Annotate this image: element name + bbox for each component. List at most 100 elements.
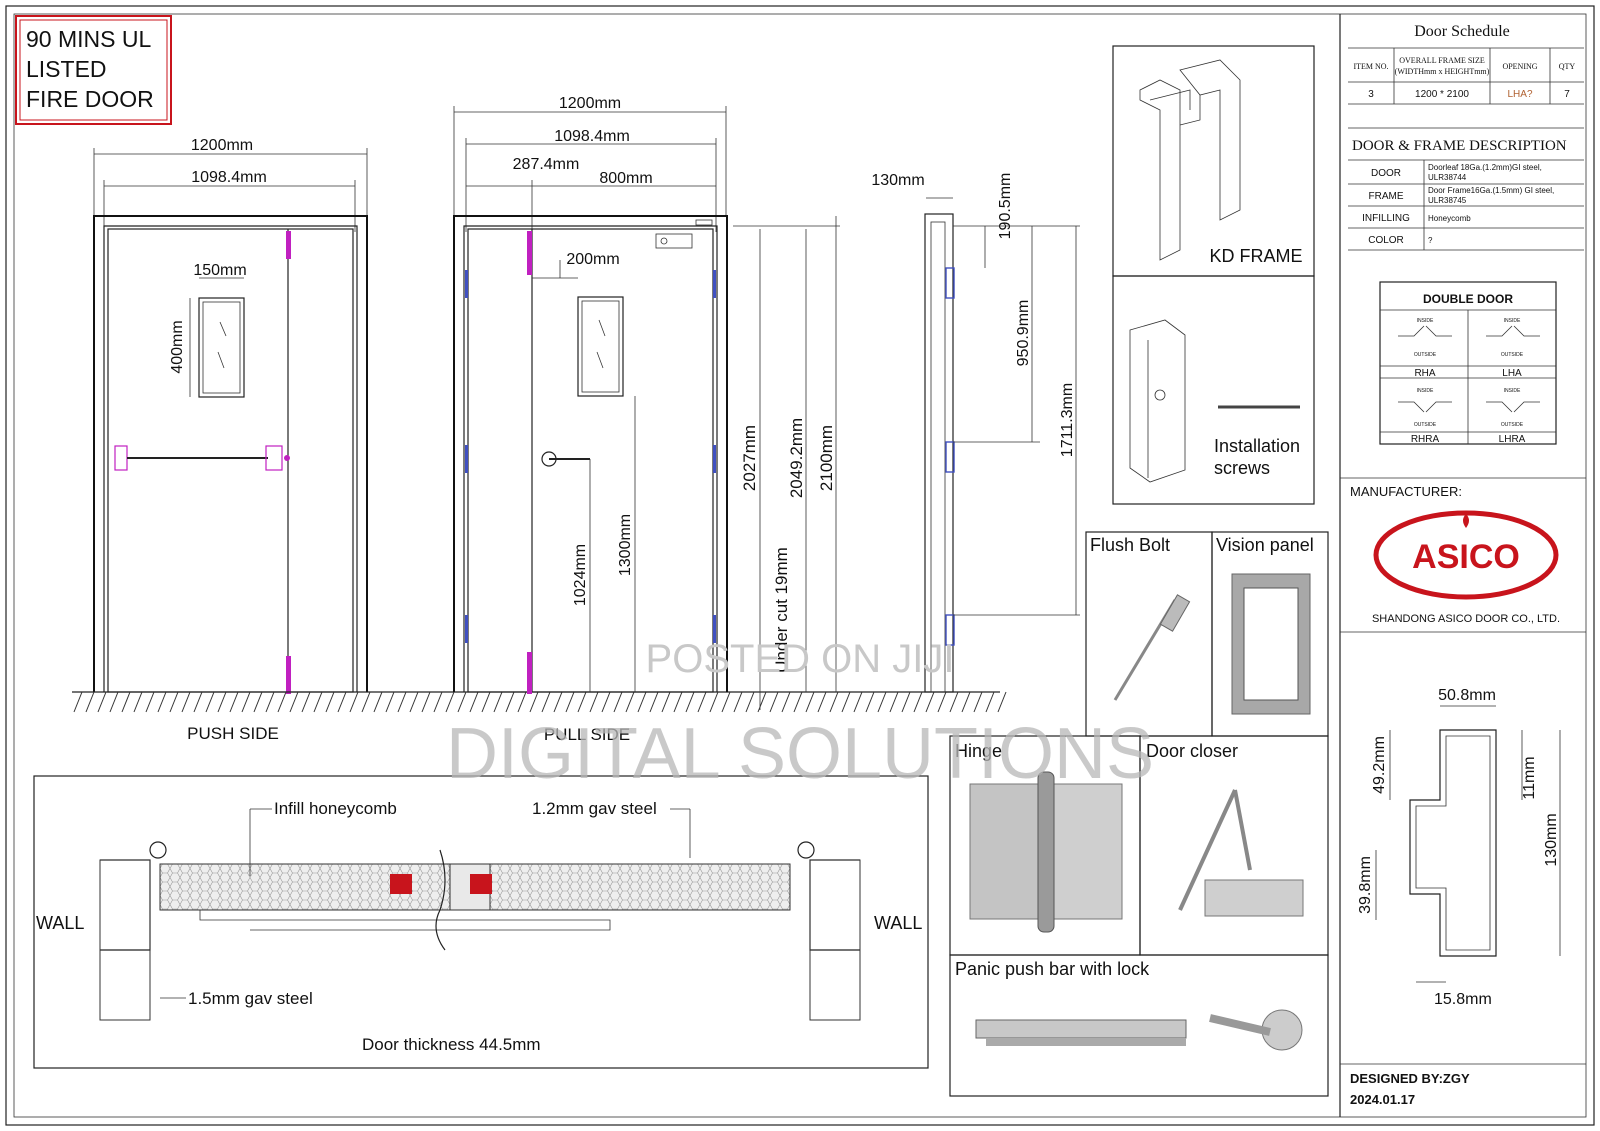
floor-hatch-mark bbox=[313, 691, 323, 713]
description-title: DOOR & FRAME DESCRIPTION bbox=[1352, 138, 1567, 154]
floor-hatch-mark bbox=[841, 691, 851, 713]
push-panel-width-dim: 150mm bbox=[193, 262, 246, 279]
type-lhra: LHRA bbox=[1499, 434, 1526, 445]
pull-inner-width-dim: 1098.4mm bbox=[554, 128, 630, 145]
schedule-header-item: ITEM NO. bbox=[1353, 62, 1388, 71]
floor-hatch-mark bbox=[853, 691, 863, 713]
double-door-title: DOUBLE DOOR bbox=[1423, 292, 1513, 306]
hinge-label: Hinge bbox=[955, 741, 1002, 761]
floor-hatch-mark bbox=[973, 691, 983, 713]
push-width-dim: 1200mm bbox=[191, 137, 253, 154]
floor-hatch-mark bbox=[733, 691, 743, 713]
floor-hatch-mark bbox=[817, 691, 827, 713]
floor-hatch-mark bbox=[349, 691, 359, 713]
rhra-inside: INSIDE bbox=[1417, 388, 1434, 394]
floor-hatch-mark bbox=[673, 691, 683, 713]
floor-hatch-mark bbox=[805, 691, 815, 713]
title-line-2: LISTED bbox=[26, 56, 107, 82]
push-side-door: 1200mm 1098.4mm 150mm 400mm bbox=[72, 137, 1000, 694]
pull-undercut-dim: Under cut 19mm bbox=[772, 547, 791, 673]
floor-hatch-mark bbox=[397, 691, 407, 713]
floor-hatch-mark bbox=[985, 691, 995, 713]
floor-hatch-mark bbox=[85, 691, 95, 713]
floor-hatch-mark bbox=[529, 691, 539, 713]
type-rha: RHA bbox=[1414, 368, 1435, 379]
floor-hatch-mark bbox=[265, 691, 275, 713]
floor-hatch-mark bbox=[421, 691, 431, 713]
floor-hatch-mark bbox=[829, 691, 839, 713]
door-section-detail: Infill honeycomb 1.2mm gav steel 1.5mm g… bbox=[33, 775, 929, 1069]
watermark-posted: POSTED ON JIJI bbox=[646, 637, 955, 681]
profile-height-dim: 130mm bbox=[1543, 813, 1560, 866]
panic-bar-label: Panic push bar with lock bbox=[955, 959, 1150, 979]
pull-panel-offset-dim: 200mm bbox=[566, 251, 619, 268]
floor-hatch-mark bbox=[709, 691, 719, 713]
schedule-size: 1200 * 2100 bbox=[1415, 89, 1469, 100]
side-elevation: 130mm 190.5mm 950.9mm 1711.3mm bbox=[871, 172, 1080, 693]
panic-bar-panel: Panic push bar with lock bbox=[949, 954, 1329, 1097]
manufacturer-block: MANUFACTURER: ASICO SHANDONG ASICO DOOR … bbox=[1340, 477, 1586, 633]
desc-frame-key: FRAME bbox=[1369, 191, 1404, 202]
floor-hatch-mark bbox=[793, 691, 803, 713]
floor-hatch-mark bbox=[385, 691, 395, 713]
floor-hatch-mark bbox=[229, 691, 239, 713]
floor-hatch-mark bbox=[541, 691, 551, 713]
fire-rating-box: 90 MINS UL LISTED FIRE DOOR bbox=[15, 15, 172, 125]
floor-hatch-mark bbox=[937, 691, 947, 713]
schedule-header-opening: OPENING bbox=[1502, 62, 1537, 71]
door-schedule-block: Door Schedule ITEM NO. OVERALL FRAME SIZ… bbox=[1348, 23, 1584, 251]
floor-hatch-mark bbox=[277, 691, 287, 713]
installation-label-1: Installation bbox=[1214, 436, 1300, 456]
floor-hatch-mark bbox=[613, 691, 623, 713]
floor-hatch-mark bbox=[181, 691, 191, 713]
sheet-border bbox=[5, 5, 1595, 1126]
floor-hatch-mark bbox=[913, 691, 923, 713]
floor-hatch-mark bbox=[637, 691, 647, 713]
type-rhra: RHRA bbox=[1411, 434, 1440, 445]
designer-block: DESIGNED BY:ZGY 2024.01.17 bbox=[1340, 1063, 1586, 1107]
schedule-qty: 7 bbox=[1564, 89, 1570, 100]
kd-frame-panel: KD FRAME bbox=[1112, 45, 1315, 277]
side-depth-dim: 130mm bbox=[871, 172, 924, 189]
floor-hatch-mark bbox=[601, 691, 611, 713]
title-line-1: 90 MINS UL bbox=[26, 26, 151, 52]
pull-height-2: 2049.2mm bbox=[787, 418, 806, 498]
floor-hatch-mark bbox=[649, 691, 659, 713]
floor-hatch-mark bbox=[517, 691, 527, 713]
floor-hatch-mark bbox=[625, 691, 635, 713]
lha-outside: OUTSIDE bbox=[1501, 352, 1524, 358]
section-wall-right: WALL bbox=[874, 913, 922, 933]
frame-profile-detail: 50.8mm 49.2mm 11mm 130mm 39.8mm 15.8mm bbox=[1357, 687, 1561, 1008]
floor-hatch-mark bbox=[169, 691, 179, 713]
sheet-inner-border bbox=[13, 13, 1587, 1118]
floor-hatch-mark bbox=[97, 691, 107, 713]
pull-side-door: 1200mm 1098.4mm 287.4mm 800mm 200m bbox=[453, 95, 840, 710]
floor-hatch-mark bbox=[445, 691, 455, 713]
pull-panel-bottom-dim: 1300mm bbox=[617, 514, 634, 576]
floor-hatch-mark bbox=[373, 691, 383, 713]
floor-hatch-mark bbox=[925, 691, 935, 713]
floor-hatch-mark bbox=[505, 691, 515, 713]
floor-hatch bbox=[73, 691, 1007, 713]
lhra-outside: OUTSIDE bbox=[1501, 422, 1524, 428]
floor-hatch-mark bbox=[337, 691, 347, 713]
desc-infilling-key: INFILLING bbox=[1362, 213, 1410, 224]
desc-frame-value-2: ULR38745 bbox=[1428, 196, 1467, 205]
floor-hatch-mark bbox=[145, 691, 155, 713]
lhra-inside: INSIDE bbox=[1504, 388, 1521, 394]
profile-dim-c: 39.8mm bbox=[1357, 856, 1374, 914]
watermark-digital: DIGITAL SOLUTIONS bbox=[446, 714, 1154, 794]
desc-infilling-value: Honeycomb bbox=[1428, 214, 1471, 223]
floor-hatch-mark bbox=[493, 691, 503, 713]
schedule-header-size-unit: (WIDTHmm x HEIGHTmm) bbox=[1395, 67, 1490, 76]
schedule-opening: LHA? bbox=[1507, 89, 1532, 100]
asico-logo-ring bbox=[1373, 510, 1559, 600]
title-line-3: FIRE DOOR bbox=[26, 86, 154, 112]
floor-hatch-mark bbox=[565, 691, 575, 713]
desc-color-value: ? bbox=[1428, 236, 1433, 245]
floor-hatch-mark bbox=[109, 691, 119, 713]
pull-height-3: 2100mm bbox=[817, 425, 836, 491]
rhra-outside: OUTSIDE bbox=[1414, 422, 1437, 428]
door-closer-panel: Door closer bbox=[1139, 735, 1329, 956]
